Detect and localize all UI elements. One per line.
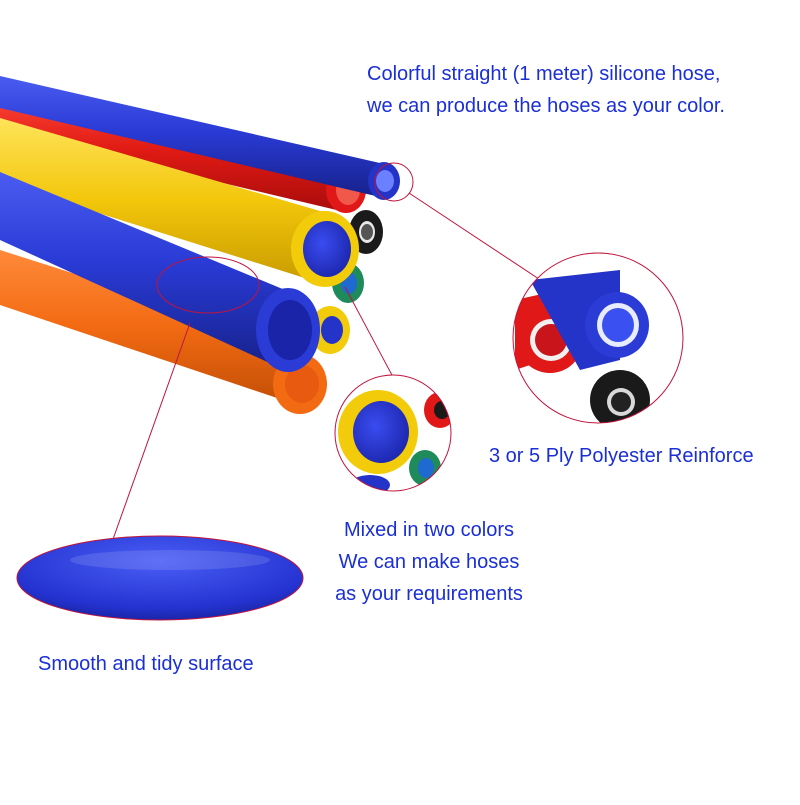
orange-hose bbox=[0, 250, 298, 405]
caption-line: 3 or 5 Ply Polyester Reinforce bbox=[489, 445, 754, 467]
caption-colorful-hose: Colorful straight (1 meter) silicone hos… bbox=[367, 58, 725, 122]
yellow-hose bbox=[0, 118, 327, 285]
caption-smooth-surface: Smooth and tidy surface bbox=[38, 648, 254, 680]
callout-lines bbox=[111, 162, 549, 543]
caption-mixed-colors: Mixed in two colors We can make hoses as… bbox=[304, 514, 554, 610]
big-blue-hose bbox=[0, 172, 285, 370]
reinforce-detail-circle bbox=[512, 252, 684, 424]
callout-ellipse-surface bbox=[156, 256, 260, 314]
caption-line: Smooth and tidy surface bbox=[38, 653, 254, 675]
callout-line-mixed bbox=[344, 286, 394, 378]
caption-line: Mixed in two colors bbox=[343, 519, 515, 541]
callout-circle-end bbox=[374, 162, 414, 202]
mixed-colors-detail-circle bbox=[334, 374, 452, 492]
hose-bundle bbox=[0, 76, 400, 414]
caption-ply-reinforce: 3 or 5 Ply Polyester Reinforce bbox=[489, 440, 754, 472]
caption-line: Colorful straight (1 meter) silicone hos… bbox=[367, 63, 721, 85]
caption-line: as your requirements bbox=[335, 583, 523, 605]
callout-line-smooth bbox=[111, 322, 191, 543]
callout-line-ply bbox=[408, 192, 549, 286]
surface-detail-ellipse bbox=[16, 535, 304, 621]
caption-line: We can make hoses bbox=[338, 551, 520, 573]
top-blue-hose bbox=[0, 76, 384, 198]
caption-line: we can produce the hoses as your color. bbox=[367, 95, 725, 117]
